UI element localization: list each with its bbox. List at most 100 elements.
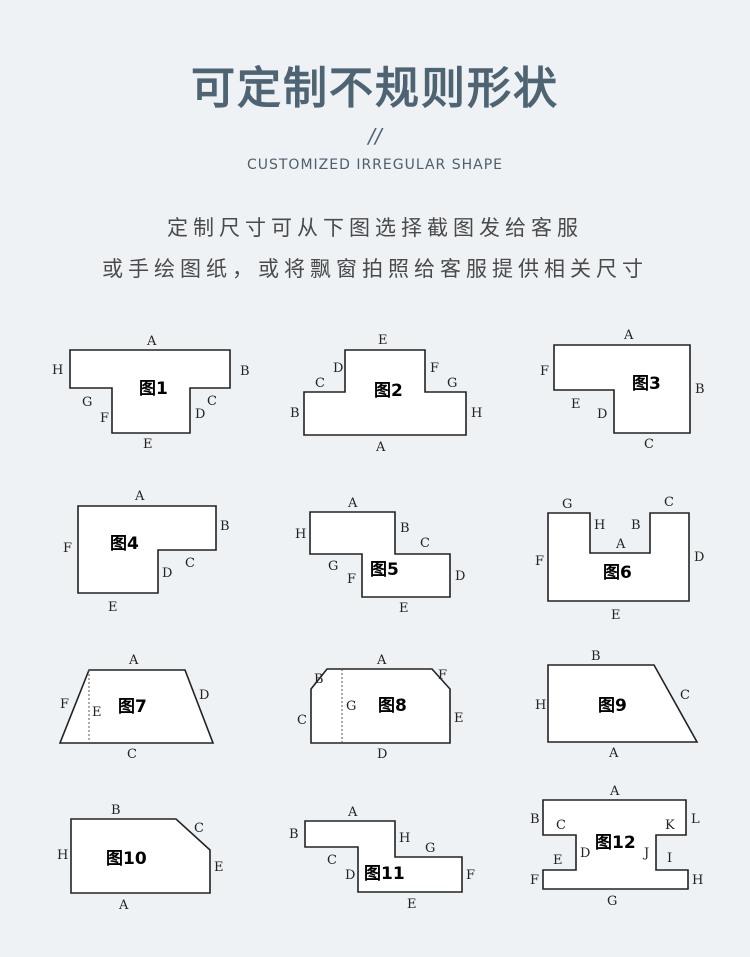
figure-11-label-e: E	[407, 897, 417, 912]
figure-11-label-a: A	[347, 805, 358, 820]
figure-2-name: 图2	[374, 381, 403, 401]
figure-1-label-b: B	[240, 364, 250, 379]
figure-5-label-g: G	[328, 559, 338, 574]
figure-12-label-f: F	[530, 873, 539, 888]
figure-6-name: 图6	[603, 563, 632, 583]
figure-9-label-b: B	[591, 649, 601, 664]
figure-2-label-e: E	[378, 333, 388, 348]
figure-4-label-d: D	[162, 566, 172, 581]
figure-9-name: 图9	[598, 696, 627, 716]
figure-7-label-e: E	[92, 705, 102, 720]
figure-2-label-b: B	[290, 406, 300, 421]
figure-7-outline	[58, 669, 215, 744]
figure-5-label-e: E	[399, 601, 409, 616]
figure-8-name: 图8	[378, 696, 407, 716]
figure-7-label-f: F	[60, 697, 69, 712]
figure-10-outline	[70, 818, 211, 894]
figure-4-outline	[77, 505, 217, 594]
figure-7-label-c: C	[127, 747, 137, 762]
figure-9-outline	[547, 664, 699, 743]
figure-8-label-d: D	[377, 747, 387, 762]
figure-6: 图6 A B C D E F G H	[535, 495, 704, 623]
figure-5-label-c: C	[420, 536, 430, 551]
figure-3-label-d: D	[597, 407, 607, 422]
figure-4-label-a: A	[134, 489, 145, 504]
figure-1-label-a: A	[146, 334, 157, 349]
figure-2-label-a: A	[375, 440, 386, 455]
figure-12-outline	[542, 799, 689, 890]
figure-2-label-c: C	[315, 376, 325, 391]
figure-12-name: 图12	[595, 833, 636, 853]
figure-9-label-a: A	[608, 746, 619, 761]
figure-2: 图2 A B C D E F G H	[290, 333, 482, 455]
figure-5: 图5 A B C D E F G H	[295, 496, 465, 616]
figure-2-label-h: H	[471, 406, 482, 421]
figure-1-label-h: H	[52, 363, 63, 378]
figure-8: 图8 A B C D E F G	[297, 653, 464, 762]
figure-3-label-c: C	[644, 437, 654, 452]
figure-2-label-d: D	[333, 361, 343, 376]
figure-11-label-g: G	[425, 841, 435, 856]
instruction-line-2: 或手绘图纸，或将飘窗拍照给客服提供相关尺寸	[102, 257, 648, 281]
figure-8-label-e: E	[454, 711, 464, 726]
figure-6-label-b: B	[631, 518, 641, 533]
figure-11: 图11 A B C D E F G H	[289, 805, 475, 912]
figure-8-label-f: F	[438, 668, 447, 683]
figure-8-label-b: B	[314, 672, 324, 687]
figure-5-label-b: B	[400, 521, 410, 536]
figure-12-label-b: B	[530, 812, 540, 827]
figure-5-name: 图5	[370, 560, 399, 580]
figure-1-label-g: G	[82, 395, 92, 410]
figure-9-label-c: C	[680, 688, 690, 703]
figure-11-name: 图11	[364, 864, 405, 884]
figure-10-label-c: C	[194, 821, 204, 836]
figure-8-outline	[310, 668, 451, 744]
figure-1-label-c: C	[207, 394, 217, 409]
figure-12-label-d: D	[580, 846, 590, 861]
figure-3-label-e: E	[571, 397, 581, 412]
figure-4-label-b: B	[220, 519, 230, 534]
figure-12: 图12 A B C D E F G H I J K L	[530, 784, 703, 909]
figure-3-label-b: B	[695, 382, 705, 397]
figure-4-label-c: C	[185, 556, 195, 571]
figure-1-outline	[69, 349, 231, 434]
figure-12-label-k: K	[665, 818, 675, 833]
figure-3-label-a: A	[623, 328, 634, 343]
figure-12-label-e: E	[553, 853, 563, 868]
figure-10-label-e: E	[214, 860, 224, 875]
figure-7-label-a: A	[128, 653, 139, 668]
figure-8-label-c: C	[297, 713, 307, 728]
figure-12-label-i: I	[667, 851, 672, 866]
figure-5-label-h: H	[295, 527, 306, 542]
figure-12-label-g: G	[607, 894, 617, 909]
figure-1-label-e: E	[143, 437, 153, 452]
figure-8-label-a: A	[376, 653, 387, 668]
figure-4-name: 图4	[110, 534, 139, 554]
figure-1-label-d: D	[195, 407, 205, 422]
figure-11-label-f: F	[466, 868, 475, 883]
figure-12-label-a: A	[609, 784, 620, 799]
figure-11-outline	[304, 820, 463, 893]
figure-11-label-h: H	[399, 831, 410, 846]
figure-1: 图1 A B C D E F G H	[52, 334, 250, 452]
figure-5-label-a: A	[347, 496, 358, 511]
instruction-line-1: 定制尺寸可从下图选择截图发给客服	[167, 216, 583, 240]
figure-2-label-g: G	[447, 376, 457, 391]
figure-5-outline	[309, 511, 451, 598]
figure-6-label-a: A	[615, 537, 626, 552]
figure-6-label-d: D	[694, 550, 704, 565]
figure-7-label-d: D	[199, 688, 209, 703]
figure-11-label-c: C	[327, 853, 337, 868]
page-subtitle: CUSTOMIZED IRREGULAR SHAPE	[246, 157, 504, 173]
figure-10: 图10 A B C E H	[57, 803, 224, 913]
figure-12-label-c: C	[556, 818, 566, 833]
figure-10-label-b: B	[111, 803, 121, 818]
figure-12-label-l: L	[691, 812, 700, 827]
figure-12-label-h: H	[692, 873, 703, 888]
title-divider: //	[368, 124, 382, 148]
figure-4: 图4 A B C D E F	[63, 489, 230, 615]
figure-6-label-g: G	[562, 497, 572, 512]
figure-5-label-f: F	[347, 572, 356, 587]
figure-6-label-e: E	[611, 608, 621, 623]
figure-6-label-f: F	[535, 554, 544, 569]
